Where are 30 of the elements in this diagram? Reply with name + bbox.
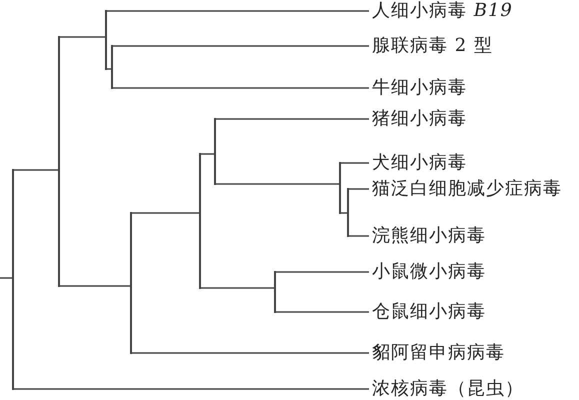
virus-name-label: 猪细小病毒 [372, 108, 467, 130]
branch-line [112, 87, 369, 89]
branch-line [275, 271, 369, 273]
branch-line [200, 153, 215, 155]
branch-line [340, 162, 369, 164]
branch-line [215, 183, 340, 185]
branch-line [131, 212, 200, 214]
virus-name-label: 貂阿留申病病毒 [372, 342, 505, 364]
branch-line [348, 235, 369, 237]
virus-name-label: 浣熊细小病毒 [372, 225, 486, 247]
branch-line [215, 118, 369, 120]
branch-line [112, 45, 369, 47]
branch-line [131, 352, 369, 354]
branch-line [275, 311, 369, 313]
virus-name-label: 犬细小病毒 [372, 152, 467, 174]
branch-line [348, 188, 369, 190]
virus-name-label: 仓鼠细小病毒 [372, 301, 486, 323]
branch-line [13, 388, 369, 390]
virus-name-label: 腺联病毒 2 型 [372, 35, 493, 57]
virus-name-label: 牛细小病毒 [372, 77, 467, 99]
virus-name-label: 小鼠微小病毒 [372, 261, 486, 283]
branch-line [59, 285, 131, 287]
branch-line [59, 36, 106, 38]
branch-line [0, 277, 13, 279]
virus-name-label: 猫泛白细胞减少症病毒 [372, 178, 562, 200]
branch-line [13, 169, 59, 171]
virus-name-label: 人细小病毒 B19 [372, 0, 513, 22]
branch-line [106, 10, 369, 12]
virus-name-label: 浓核病毒（昆虫） [372, 378, 524, 400]
branch-line [200, 287, 275, 289]
